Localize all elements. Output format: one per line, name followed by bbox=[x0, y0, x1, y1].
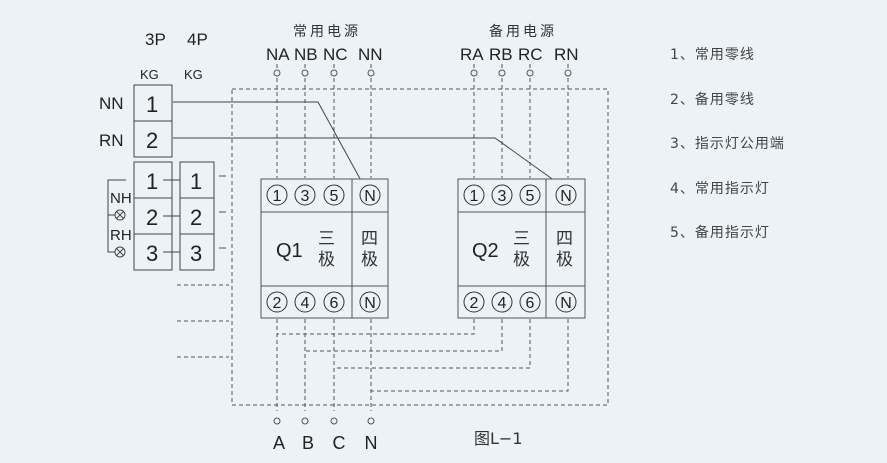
terminal-rc: RC bbox=[518, 45, 543, 64]
terminal-4p-3: 3 bbox=[190, 241, 202, 266]
q2-4pole-label: 四 bbox=[556, 229, 573, 249]
terminal-4p-1: 1 bbox=[190, 169, 202, 194]
pole-4p-label: 4P bbox=[187, 30, 208, 49]
enclosure-boundary bbox=[231, 88, 609, 406]
terminal-nc: NC bbox=[323, 45, 348, 64]
q1-top-terminal: 1 bbox=[273, 188, 282, 205]
q1-3pole-label-b: 极 bbox=[318, 250, 335, 270]
q1-top-terminal: N bbox=[364, 188, 376, 205]
kg-4p-label: KG bbox=[184, 67, 203, 82]
terminal-4p-2: 2 bbox=[190, 205, 202, 230]
terminal-nn: NN bbox=[358, 45, 383, 64]
source-terminal-circles bbox=[273, 69, 572, 77]
pole-3p-label: 3P bbox=[145, 30, 166, 49]
q2-bottom-terminal: 2 bbox=[470, 295, 479, 312]
legend-item: 2、备用零线 bbox=[670, 91, 755, 108]
terminal-ra: RA bbox=[460, 45, 484, 64]
legend-item: 3、指示灯公用端 bbox=[670, 136, 785, 152]
legend-item: 1、常用零线 bbox=[670, 47, 755, 63]
rh-indicator-lamp bbox=[114, 246, 126, 258]
q2-bottom-terminal: 4 bbox=[498, 295, 507, 312]
terminal-block-3p bbox=[133, 161, 173, 271]
q1-label: Q1 bbox=[276, 240, 303, 262]
output-a: A bbox=[273, 433, 285, 453]
q2-top-terminal: 1 bbox=[470, 188, 479, 205]
terminal-nb: NB bbox=[294, 45, 318, 64]
figure-caption: 图L−1 bbox=[474, 429, 523, 448]
terminal-3p-1: 1 bbox=[146, 169, 158, 194]
backup-source-feeders bbox=[473, 64, 569, 178]
q1-bottom-terminal: N bbox=[364, 295, 376, 312]
backup-source-title: 备用电源 bbox=[489, 23, 557, 40]
legend: 1、常用零线 2、备用零线 3、指示灯公用端 4、常用指示灯 5、备用指示灯 bbox=[670, 44, 785, 267]
legend-item: 5、备用指示灯 bbox=[670, 225, 770, 241]
output-terminal-circles bbox=[273, 417, 375, 425]
breaker-q2: 1 3 5 N 2 4 6 N Q2 三 极 四 极 bbox=[457, 178, 586, 319]
q2-output-wires bbox=[277, 319, 569, 392]
q1-top-terminal: 3 bbox=[301, 188, 310, 205]
q2-top-terminal: N bbox=[560, 188, 572, 205]
terminal-na: NA bbox=[266, 45, 290, 64]
terminal-block-top bbox=[133, 84, 173, 158]
terminal-1: 1 bbox=[146, 92, 158, 117]
q2-top-terminal: 3 bbox=[498, 188, 507, 205]
q2-bottom-terminal: N bbox=[560, 295, 572, 312]
terminal-rb: RB bbox=[489, 45, 513, 64]
nh-label: NH bbox=[110, 190, 132, 207]
q1-4pole-label: 四 bbox=[361, 229, 378, 249]
backup-neutral-wire bbox=[173, 137, 563, 187]
rh-label: RH bbox=[110, 227, 132, 244]
output-n: N bbox=[365, 433, 378, 453]
terminal-rn: RN bbox=[554, 45, 579, 64]
terminal-3p-2: 2 bbox=[146, 205, 158, 230]
rn-label: RN bbox=[99, 131, 124, 150]
q1-bottom-terminal: 4 bbox=[301, 295, 310, 312]
q1-top-terminal: 5 bbox=[330, 188, 339, 205]
terminal-block-4p bbox=[179, 161, 215, 271]
q1-bottom-terminal: 6 bbox=[330, 295, 339, 312]
terminal-3p-3: 3 bbox=[146, 241, 158, 266]
q2-3pole-label: 三 bbox=[513, 229, 530, 249]
terminal-2: 2 bbox=[146, 128, 158, 153]
q1-3pole-label: 三 bbox=[318, 229, 335, 249]
breaker-q1: 1 3 5 N 2 4 6 N Q1 三 极 四 极 bbox=[260, 178, 389, 319]
q2-label: Q2 bbox=[472, 240, 499, 262]
q1-output-wires bbox=[276, 319, 372, 411]
kg-3p-label: KG bbox=[140, 67, 159, 82]
q2-4pole-label-b: 极 bbox=[556, 250, 573, 270]
normal-source-feeders bbox=[276, 64, 372, 178]
normal-neutral-wire bbox=[173, 101, 365, 187]
q2-top-terminal: 5 bbox=[526, 188, 535, 205]
nn-label: NN bbox=[99, 94, 124, 113]
q2-bottom-terminal: 6 bbox=[526, 295, 535, 312]
output-c: C bbox=[333, 433, 346, 453]
q2-3pole-label-b: 极 bbox=[513, 250, 530, 270]
q1-4pole-label-b: 极 bbox=[361, 250, 378, 270]
output-b: B bbox=[302, 433, 314, 453]
nh-indicator-lamp bbox=[114, 209, 126, 221]
q1-bottom-terminal: 2 bbox=[273, 295, 282, 312]
normal-source-title: 常用电源 bbox=[293, 24, 361, 40]
legend-item: 4、常用指示灯 bbox=[670, 180, 770, 197]
